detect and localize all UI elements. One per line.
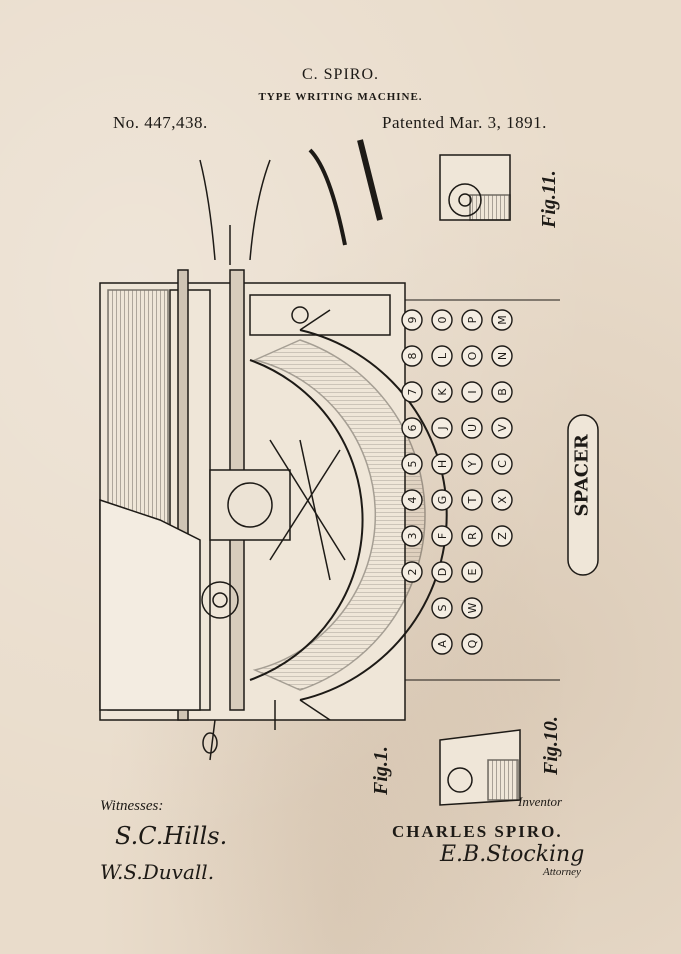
key-label: F bbox=[436, 533, 449, 539]
key-label: E bbox=[466, 568, 479, 575]
figure-1-label: Fig.1. bbox=[370, 746, 392, 795]
key-cap bbox=[461, 381, 483, 403]
key-label: V bbox=[496, 424, 509, 432]
key-cap bbox=[431, 489, 453, 511]
patent-inventor-short: C. SPIRO. bbox=[301, 66, 380, 83]
figure-10-label: Fig.10. bbox=[540, 716, 562, 775]
key-cap bbox=[491, 489, 513, 511]
key-label: W bbox=[466, 602, 479, 613]
key-label: 7 bbox=[406, 389, 419, 396]
key-cap bbox=[461, 417, 483, 439]
key-cap bbox=[401, 381, 423, 403]
key-cap bbox=[401, 525, 423, 547]
key-cap bbox=[431, 597, 453, 619]
key-label: U bbox=[466, 424, 479, 432]
key-label: K bbox=[436, 388, 449, 396]
patent-date: Patented Mar. 3, 1891. bbox=[382, 113, 547, 132]
key-label: D bbox=[436, 568, 449, 576]
key-label: A bbox=[436, 640, 449, 648]
key-cap bbox=[431, 561, 453, 583]
patent-number: No. 447,438. bbox=[113, 113, 208, 132]
key-label: 0 bbox=[436, 317, 449, 324]
key-cap bbox=[491, 309, 513, 331]
key-cap bbox=[491, 381, 513, 403]
key-label: Q bbox=[466, 639, 479, 648]
key-cap bbox=[461, 345, 483, 367]
key-cap bbox=[431, 417, 453, 439]
key-cap bbox=[461, 489, 483, 511]
key-cap bbox=[461, 633, 483, 655]
attorney-label: Attorney bbox=[543, 866, 581, 878]
key-cap bbox=[431, 309, 453, 331]
key-cap bbox=[491, 525, 513, 547]
inventor-name: CHARLES SPIRO. bbox=[392, 822, 563, 841]
key-label: T bbox=[466, 496, 479, 504]
key-label: B bbox=[496, 388, 509, 396]
figure-11-label: Fig.11. bbox=[538, 170, 560, 228]
key-label: J bbox=[436, 426, 449, 430]
key-label: R bbox=[466, 532, 479, 540]
key-cap bbox=[431, 345, 453, 367]
key-stems bbox=[405, 299, 560, 681]
key-label: I bbox=[466, 390, 479, 393]
key-label: 4 bbox=[406, 497, 419, 504]
key-cap bbox=[401, 309, 423, 331]
key-cap bbox=[491, 453, 513, 475]
key-cap bbox=[461, 561, 483, 583]
patent-title: TYPE WRITING MACHINE. bbox=[258, 91, 423, 103]
key-label: M bbox=[496, 315, 509, 325]
key-label: 9 bbox=[406, 317, 419, 324]
key-cap bbox=[401, 561, 423, 583]
key-label: N bbox=[496, 352, 509, 360]
key-cap bbox=[461, 525, 483, 547]
inventor-label: Inventor bbox=[518, 794, 563, 809]
key-cap bbox=[491, 345, 513, 367]
key-cap bbox=[431, 525, 453, 547]
key-cap bbox=[401, 453, 423, 475]
key-cap bbox=[401, 489, 423, 511]
key-label: P bbox=[466, 316, 479, 323]
key-label: 6 bbox=[406, 425, 419, 432]
key-label: L bbox=[436, 352, 449, 359]
key-label: Y bbox=[466, 460, 479, 468]
key-cap bbox=[461, 453, 483, 475]
key-label: 8 bbox=[406, 353, 419, 360]
witness-signature-2: W.S.Duvall. bbox=[100, 860, 215, 884]
key-label: S bbox=[436, 604, 449, 611]
spacer-label: SPACER bbox=[572, 434, 593, 516]
key-label: X bbox=[496, 496, 509, 504]
witnesses-label: Witnesses: bbox=[100, 798, 164, 814]
keyboard: 9 8 7 6 5 4 3 2 0L K J H G F D S A P O I U Y T R E W Q M N B V C X Z bbox=[401, 309, 513, 655]
key-label: 2 bbox=[406, 569, 419, 576]
witness-signature-1: S.C.Hills. bbox=[115, 822, 228, 850]
key-cap bbox=[461, 597, 483, 619]
key-label: C bbox=[496, 460, 509, 468]
key-label: 3 bbox=[406, 533, 419, 540]
machine-frame bbox=[99, 139, 521, 806]
key-cap bbox=[401, 417, 423, 439]
key-cap bbox=[431, 633, 453, 655]
spacer-bar bbox=[567, 414, 599, 576]
attorney-signature: E.B.Stocking bbox=[440, 842, 585, 867]
key-cap bbox=[431, 381, 453, 403]
key-cap bbox=[401, 345, 423, 367]
key-label: H bbox=[436, 460, 449, 468]
key-cap bbox=[431, 453, 453, 475]
key-label: O bbox=[466, 351, 479, 360]
key-label: 5 bbox=[406, 461, 419, 468]
key-label: G bbox=[436, 496, 449, 505]
key-cap bbox=[461, 309, 483, 331]
key-cap bbox=[491, 417, 513, 439]
key-label: Z bbox=[496, 532, 509, 540]
